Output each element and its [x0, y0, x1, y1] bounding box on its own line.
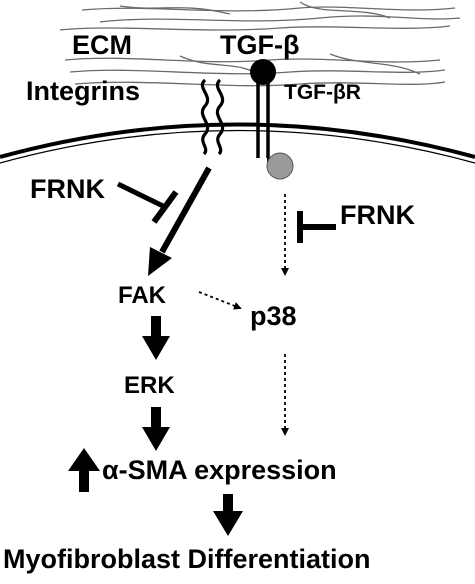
alpha-sma-expression-label: α-SMA expression — [102, 455, 337, 485]
erk-to-asma-arrow — [142, 407, 170, 451]
frnk-right-label: FRNK — [340, 200, 415, 230]
fak-to-p38-arrow — [198, 291, 242, 310]
tgf-beta-label: TGF-β — [220, 30, 300, 60]
integrin-receptors — [200, 78, 225, 156]
frnk-inhibit-left — [116, 181, 179, 224]
fak-label: FAK — [118, 282, 166, 309]
increase-up-arrow — [68, 448, 100, 492]
tgfb-ligand-dot — [250, 59, 276, 85]
asma-to-myofibroblast-arrow — [213, 494, 243, 536]
myofibroblast-differentiation-label: Myofibroblast Differentiation — [3, 544, 371, 574]
fak-to-erk-arrow — [142, 316, 170, 360]
integrins-label: Integrins — [26, 76, 141, 106]
tgfb-receptor — [256, 76, 270, 166]
frnk-inhibit-right — [297, 211, 336, 243]
ecm-label: ECM — [72, 30, 132, 60]
cell-membrane — [0, 122, 475, 159]
integrin-to-fak-arrow — [148, 166, 212, 276]
kinase-dot — [266, 152, 294, 180]
cell-membrane-inner — [0, 129, 475, 164]
ecm-fibers — [59, 1, 461, 87]
p38-label: p38 — [250, 301, 297, 331]
frnk-left-label: FRNK — [30, 174, 105, 204]
erk-label: ERK — [124, 372, 175, 399]
tgf-beta-receptor-label: TGF-βR — [284, 81, 361, 104]
